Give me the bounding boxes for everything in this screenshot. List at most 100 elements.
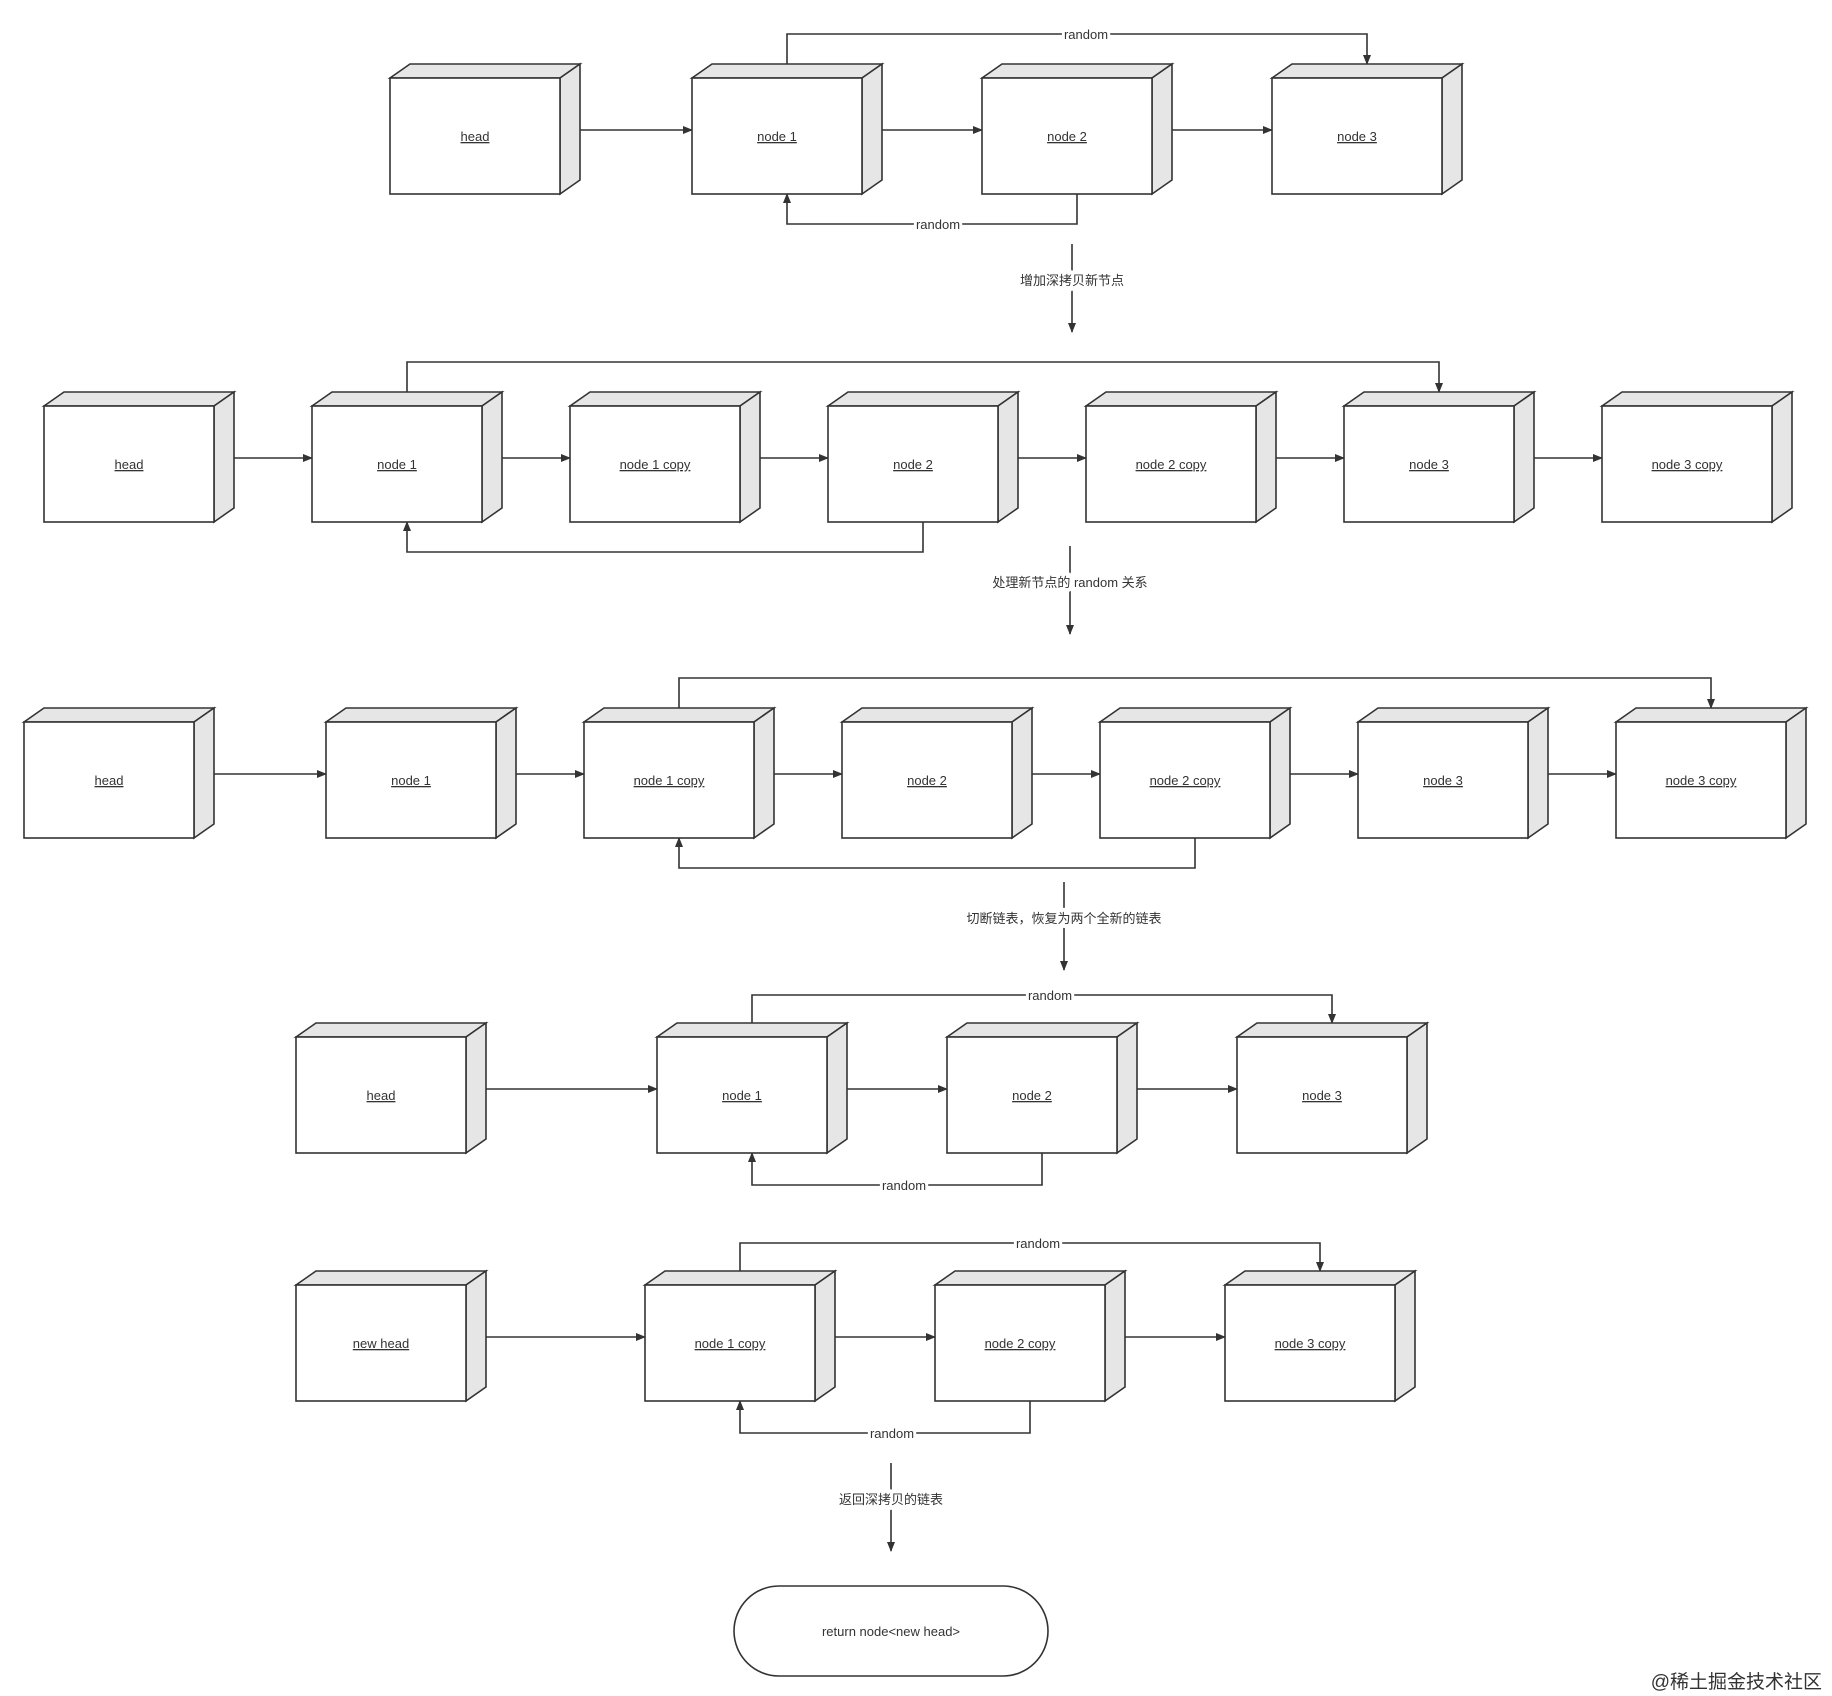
box-front-face xyxy=(1343,405,1515,523)
box-top-face xyxy=(567,391,763,407)
step-label-2: 切断链表，恢复为两个全新的链表 xyxy=(966,911,1161,926)
node-box-row5-0: new head xyxy=(293,1269,489,1403)
box-side-face xyxy=(1104,1269,1126,1403)
node-box-row4-2: node 2 xyxy=(944,1021,1140,1155)
node-label: node 3 copy xyxy=(1666,773,1737,788)
box-side-face xyxy=(465,1269,487,1403)
random-arrow-row3-top xyxy=(678,677,1715,709)
node-box-row2-6: node 3 copy xyxy=(1599,390,1795,524)
box-front-face xyxy=(1601,405,1773,523)
box-top-face xyxy=(309,391,505,407)
node-label: node 3 xyxy=(1409,457,1449,472)
box-side-face xyxy=(1151,62,1173,196)
box-top-face xyxy=(581,707,777,723)
node-box-row5-1: node 1 copy xyxy=(642,1269,838,1403)
box-side-face xyxy=(1255,390,1277,524)
node-label: node 2 xyxy=(1012,1088,1052,1103)
node-box-row3-6: node 3 copy xyxy=(1613,706,1809,840)
box-side-face xyxy=(739,390,761,524)
node-label: node 1 xyxy=(377,457,417,472)
box-side-face xyxy=(559,62,581,196)
box-front-face xyxy=(1357,721,1529,839)
box-side-face xyxy=(213,390,235,524)
watermark: @稀土掘金技术社区 xyxy=(1651,1671,1822,1693)
box-top-face xyxy=(41,391,237,407)
node-box-row2-3: node 2 xyxy=(825,390,1021,524)
box-front-face xyxy=(981,77,1153,195)
node-box-row1-3: node 3 xyxy=(1269,62,1465,196)
box-front-face xyxy=(1271,77,1443,195)
node-label: node 1 copy xyxy=(695,1336,766,1351)
node-label: head xyxy=(95,773,124,788)
node-box-row3-4: node 2 copy xyxy=(1097,706,1293,840)
node-label: head xyxy=(367,1088,396,1103)
box-side-face xyxy=(1513,390,1535,524)
box-front-face xyxy=(946,1036,1118,1154)
step-label-3: 返回深拷贝的链表 xyxy=(839,1492,943,1507)
box-top-face xyxy=(1269,63,1465,79)
random-label-row4-top: random xyxy=(1028,988,1072,1003)
box-front-face xyxy=(1236,1036,1408,1154)
box-front-face xyxy=(691,77,863,195)
box-side-face xyxy=(826,1021,848,1155)
node-box-row1-0: head xyxy=(387,62,583,196)
random-arrow-row4-top xyxy=(751,994,1336,1024)
box-front-face xyxy=(1224,1284,1396,1402)
node-box-row5-3: node 3 copy xyxy=(1222,1269,1418,1403)
box-side-face xyxy=(1527,706,1549,840)
node-label: node 2 copy xyxy=(1136,457,1207,472)
box-top-face xyxy=(387,63,583,79)
node-label: node 3 xyxy=(1423,773,1463,788)
node-label: node 1 copy xyxy=(634,773,705,788)
node-box-row1-1: node 1 xyxy=(689,62,885,196)
node-box-row2-4: node 2 copy xyxy=(1083,390,1279,524)
random-label-row5-top: random xyxy=(1016,1236,1060,1251)
node-label: node 2 copy xyxy=(1150,773,1221,788)
box-top-face xyxy=(323,707,519,723)
step-label-1: 处理新节点的 random 关系 xyxy=(992,575,1147,590)
box-side-face xyxy=(1441,62,1463,196)
box-front-face xyxy=(43,405,215,523)
terminal-node: return node<new head> xyxy=(733,1585,1049,1677)
box-side-face xyxy=(481,390,503,524)
box-top-face xyxy=(1083,391,1279,407)
random-label-row4-bottom: random xyxy=(882,1178,926,1193)
box-side-face xyxy=(861,62,883,196)
box-front-face xyxy=(827,405,999,523)
random-arrow-row5-bottom xyxy=(736,1400,1031,1434)
box-side-face xyxy=(193,706,215,840)
node-box-row3-0: head xyxy=(21,706,217,840)
node-label: node 3 xyxy=(1302,1088,1342,1103)
node-label: node 2 xyxy=(893,457,933,472)
node-box-row3-5: node 3 xyxy=(1355,706,1551,840)
box-side-face xyxy=(1406,1021,1428,1155)
random-label-row1-top: random xyxy=(1064,27,1108,42)
box-top-face xyxy=(1599,391,1795,407)
box-top-face xyxy=(1341,391,1537,407)
node-label: node 2 copy xyxy=(985,1336,1056,1351)
node-label: node 2 xyxy=(1047,129,1087,144)
box-front-face xyxy=(295,1036,467,1154)
box-top-face xyxy=(642,1270,838,1286)
node-label: node 2 xyxy=(907,773,947,788)
box-top-face xyxy=(1222,1270,1418,1286)
box-side-face xyxy=(997,390,1019,524)
box-side-face xyxy=(1394,1269,1416,1403)
box-top-face xyxy=(1355,707,1551,723)
box-front-face xyxy=(389,77,561,195)
box-side-face xyxy=(1116,1021,1138,1155)
box-front-face xyxy=(656,1036,828,1154)
box-front-face xyxy=(1099,721,1271,839)
box-side-face xyxy=(814,1269,836,1403)
random-label-row5-bottom: random xyxy=(870,1426,914,1441)
random-arrow-row4-bottom xyxy=(748,1152,1043,1186)
random-arrow-row1-bottom xyxy=(783,193,1078,225)
step-label-0: 增加深拷贝新节点 xyxy=(1020,273,1124,288)
box-front-face xyxy=(325,721,497,839)
node-box-row3-1: node 1 xyxy=(323,706,519,840)
box-side-face xyxy=(1269,706,1291,840)
box-front-face xyxy=(295,1284,467,1402)
box-side-face xyxy=(495,706,517,840)
box-top-face xyxy=(689,63,885,79)
